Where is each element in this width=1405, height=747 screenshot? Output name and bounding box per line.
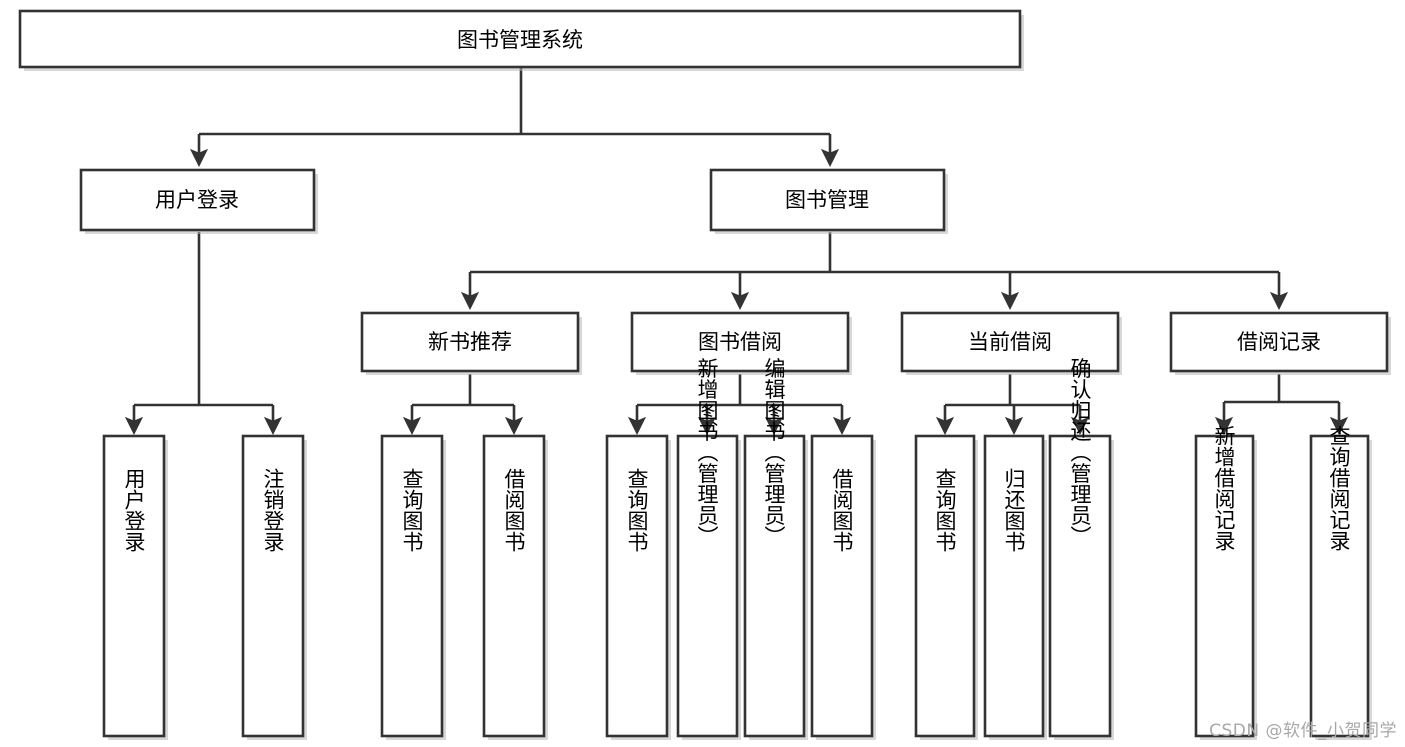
node-borrow-record-label: 借阅记录: [1237, 330, 1321, 354]
node-book-borrow-label: 图书借阅: [698, 330, 782, 354]
node-leaf-query-book-2-label: 查询图书: [625, 468, 649, 552]
node-leaf-logout-login[interactable]: 注销登录: [241, 434, 307, 740]
edges-user-login-to-leaves: [124, 232, 283, 436]
node-leaf-return-book[interactable]: 归还图书: [983, 434, 1047, 740]
csdn-watermark: CSDN @软件_小贺同学: [1209, 721, 1397, 741]
node-leaf-query-book-3[interactable]: 查询图书: [914, 434, 978, 740]
node-leaf-add-book-label: 新增图书（管理员）: [695, 358, 719, 547]
node-leaf-edit-book[interactable]: 编辑图书（管理员）: [743, 358, 808, 741]
node-leaf-query-book-1[interactable]: 查询图书: [380, 434, 446, 740]
node-leaf-query-book-2[interactable]: 查询图书: [605, 434, 671, 740]
node-leaf-add-record[interactable]: 新增借阅记录: [1194, 425, 1257, 740]
node-leaf-user-login-label: 用户登录: [122, 468, 146, 552]
node-book-manage-label: 图书管理: [785, 188, 869, 212]
node-book-manage[interactable]: 图书管理: [709, 168, 948, 234]
node-leaf-user-login[interactable]: 用户登录: [102, 434, 168, 740]
node-leaf-return-book-label: 归还图书: [1002, 468, 1026, 552]
node-current-borrow[interactable]: 当前借阅: [900, 311, 1122, 375]
edges-book-borrow-to-leaves: [627, 374, 852, 436]
node-root[interactable]: 图书管理系统: [18, 9, 1024, 71]
node-leaf-query-record[interactable]: 查询借阅记录: [1309, 425, 1372, 740]
node-leaf-query-book-1-label: 查询图书: [400, 468, 424, 552]
node-leaf-add-record-label: 新增借阅记录: [1212, 425, 1236, 551]
edges-root-to-level2: [189, 67, 840, 168]
node-leaf-confirm-return-label: 确认归还（管理员）: [1068, 358, 1092, 547]
node-new-book-recommend-label: 新书推荐: [428, 330, 512, 354]
node-leaf-query-book-3-label: 查询图书: [933, 468, 957, 552]
node-current-borrow-label: 当前借阅: [968, 330, 1052, 354]
node-root-label: 图书管理系统: [457, 28, 583, 52]
node-new-book-recommend[interactable]: 新书推荐: [360, 311, 582, 375]
edges-new-book-recommend-to-leaves: [402, 374, 524, 436]
node-leaf-edit-book-label: 编辑图书（管理员）: [762, 358, 786, 547]
node-leaf-borrow-book-1[interactable]: 借阅图书: [482, 434, 548, 740]
edges-current-borrow-to-leaves: [935, 374, 1090, 436]
node-leaf-add-book[interactable]: 新增图书（管理员）: [676, 358, 741, 741]
node-leaf-borrow-book-1-label: 借阅图书: [502, 468, 526, 552]
node-leaf-borrow-book-2[interactable]: 借阅图书: [810, 434, 876, 740]
node-leaf-query-record-label: 查询借阅记录: [1327, 425, 1351, 551]
node-leaf-logout-login-label: 注销登录: [261, 468, 285, 552]
edges-borrow-record-to-leaves: [1214, 374, 1349, 436]
node-leaf-borrow-book-2-label: 借阅图书: [830, 468, 854, 552]
node-borrow-record[interactable]: 借阅记录: [1169, 311, 1391, 375]
node-user-login-label: 用户登录: [155, 188, 239, 212]
node-leaf-confirm-return[interactable]: 确认归还（管理员）: [1048, 358, 1114, 741]
node-user-login[interactable]: 用户登录: [79, 168, 318, 234]
node-book-borrow[interactable]: 图书借阅: [630, 311, 852, 375]
edges-book-manage-to-level3: [460, 232, 1289, 311]
